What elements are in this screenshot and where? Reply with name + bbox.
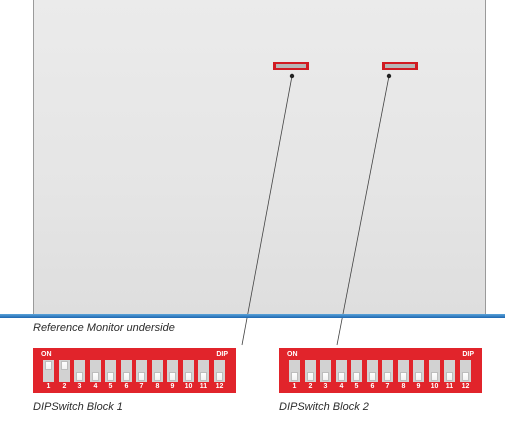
- dip-switch-number: 3: [77, 383, 82, 390]
- leader-line-1: [241, 75, 293, 346]
- dip-switch-number: 12: [215, 383, 224, 390]
- dip-switch-number: 2: [308, 383, 313, 390]
- dip-switch-4[interactable]: [90, 360, 101, 382]
- dip-switch-knob: [291, 372, 298, 381]
- dip-switch-number: 4: [339, 383, 344, 390]
- dip-switch-number: 11: [445, 383, 454, 390]
- dip-switch-number: 8: [155, 383, 160, 390]
- dip-switch-number: 9: [416, 383, 421, 390]
- dip-switch-knob: [200, 372, 207, 381]
- dip-switch-1[interactable]: [43, 360, 54, 382]
- dip-switch-number: 2: [62, 383, 67, 390]
- dip-switch-number: 1: [292, 383, 297, 390]
- dip-switch-3[interactable]: [74, 360, 85, 382]
- dip-switch-knob: [185, 372, 192, 381]
- dip-block-caption-2: DIPSwitch Block 2: [279, 401, 369, 413]
- dip-switch-5[interactable]: [105, 360, 116, 382]
- dip-switch-knob: [123, 372, 130, 381]
- dip-switch-11[interactable]: [444, 360, 455, 382]
- dip-switch-knob: [169, 372, 176, 381]
- dip-switch-8[interactable]: [152, 360, 163, 382]
- dip-switch-9[interactable]: [413, 360, 424, 382]
- dip-switch-knob: [92, 372, 99, 381]
- leader-dot-2: [386, 73, 392, 79]
- dip-switch-7[interactable]: [136, 360, 147, 382]
- dip-block-caption-1: DIPSwitch Block 1: [33, 401, 123, 413]
- dip-switch-knob: [400, 372, 407, 381]
- dip-switch-knob: [431, 372, 438, 381]
- dip-switch-4[interactable]: [336, 360, 347, 382]
- dip-switch-knob: [338, 372, 345, 381]
- dip-switch-knob: [384, 372, 391, 381]
- dip-switch-knob: [307, 372, 314, 381]
- monitor-underside-panel: [33, 0, 486, 316]
- dip-switch-2[interactable]: [305, 360, 316, 382]
- dip-switch-knob: [353, 372, 360, 381]
- dip-switch-knob: [45, 361, 52, 370]
- dip-switch-10[interactable]: [429, 360, 440, 382]
- dip-switch-knob: [369, 372, 376, 381]
- dip-switch-10[interactable]: [183, 360, 194, 382]
- dip-connector-2: [382, 62, 418, 70]
- dip-switch-7[interactable]: [382, 360, 393, 382]
- dip-on-label: ON: [41, 351, 52, 358]
- dip-switch-number: 8: [401, 383, 406, 390]
- dip-model-label: DIP: [216, 351, 228, 358]
- dip-switch-8[interactable]: [398, 360, 409, 382]
- dip-switch-knob: [322, 372, 329, 381]
- dip-switch-number: 12: [461, 383, 470, 390]
- dip-switch-12[interactable]: [460, 360, 471, 382]
- dip-switch-1[interactable]: [289, 360, 300, 382]
- dip-switch-knob: [76, 372, 83, 381]
- dip-switch-knob: [216, 372, 223, 381]
- dip-switch-number: 1: [46, 383, 51, 390]
- dip-switch-knob: [107, 372, 114, 381]
- dip-switch-number: 5: [108, 383, 113, 390]
- dip-switch-knob: [138, 372, 145, 381]
- dip-switch-number: 9: [170, 383, 175, 390]
- dip-switch-number: 6: [124, 383, 129, 390]
- dip-switch-knob: [415, 372, 422, 381]
- dip-switch-knob: [446, 372, 453, 381]
- dip-on-label: ON: [287, 351, 298, 358]
- dip-connector-1: [273, 62, 309, 70]
- dip-switch-12[interactable]: [214, 360, 225, 382]
- dip-switch-number: 4: [93, 383, 98, 390]
- dip-switch-number: 7: [139, 383, 144, 390]
- dip-switch-number: 10: [430, 383, 439, 390]
- dip-switch-6[interactable]: [121, 360, 132, 382]
- dip-switch-3[interactable]: [320, 360, 331, 382]
- dip-switch-5[interactable]: [351, 360, 362, 382]
- dip-switch-number: 7: [385, 383, 390, 390]
- dip-model-label: DIP: [462, 351, 474, 358]
- dip-switch-knob: [154, 372, 161, 381]
- dip-switch-knob: [61, 361, 68, 370]
- leader-line-2: [336, 75, 390, 346]
- dip-switch-number: 10: [184, 383, 193, 390]
- dip-switch-11[interactable]: [198, 360, 209, 382]
- monitor-caption: Reference Monitor underside: [33, 322, 175, 334]
- leader-dot-1: [289, 73, 295, 79]
- dip-switch-9[interactable]: [167, 360, 178, 382]
- dip-switch-number: 11: [199, 383, 208, 390]
- dip-switch-2[interactable]: [59, 360, 70, 382]
- dip-switch-knob: [462, 372, 469, 381]
- dip-switch-number: 3: [323, 383, 328, 390]
- monitor-baseline: [0, 314, 505, 318]
- dip-switch-number: 5: [354, 383, 359, 390]
- dip-switch-number: 6: [370, 383, 375, 390]
- dip-switch-6[interactable]: [367, 360, 378, 382]
